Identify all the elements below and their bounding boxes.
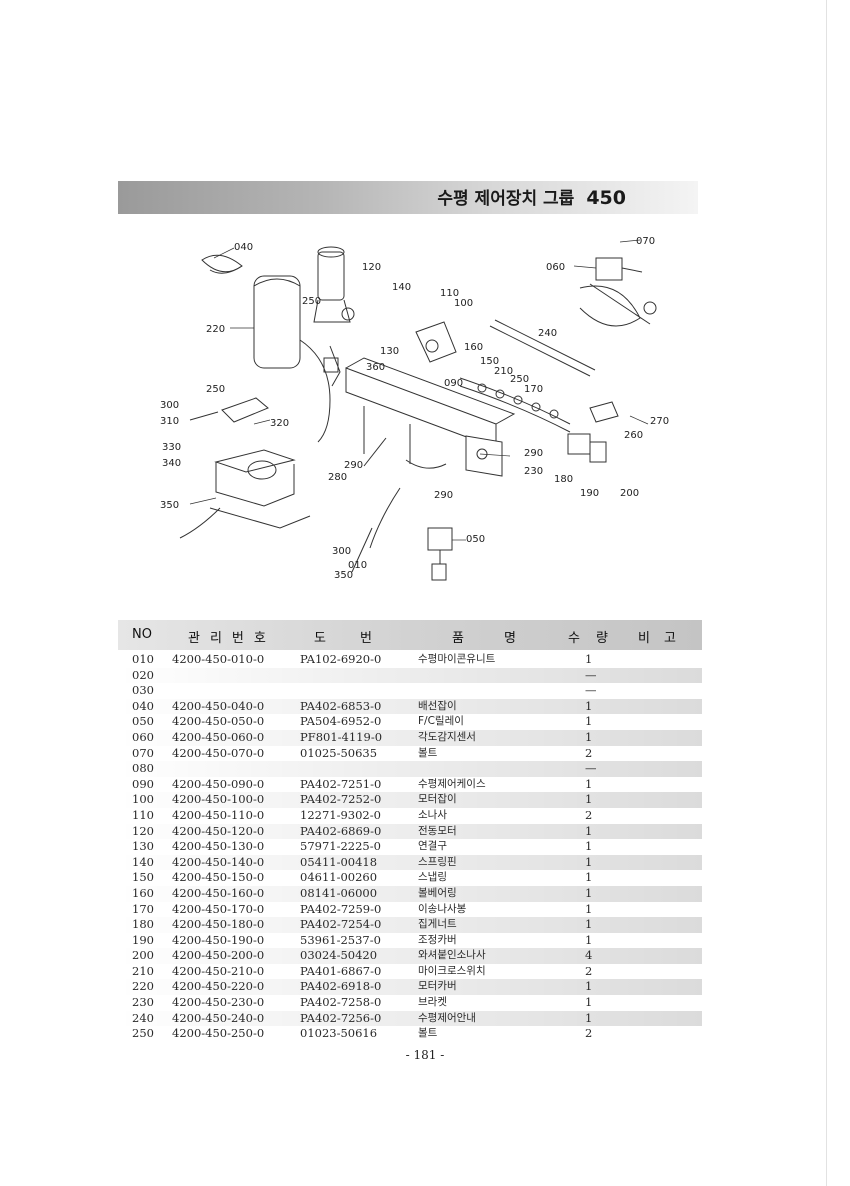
- svg-text:340: 340: [162, 458, 181, 469]
- svg-text:260: 260: [624, 430, 643, 441]
- svg-text:010: 010: [348, 560, 367, 571]
- svg-text:350: 350: [160, 500, 179, 511]
- svg-text:160: 160: [464, 342, 483, 353]
- svg-text:170: 170: [524, 384, 543, 395]
- svg-text:040: 040: [234, 242, 253, 253]
- svg-text:100: 100: [454, 298, 473, 309]
- svg-text:190: 190: [580, 488, 599, 499]
- svg-text:320: 320: [270, 418, 289, 429]
- group-title: 수평 제어장치 그룹: [437, 189, 575, 209]
- group-header-band: 수평 제어장치 그룹 450: [118, 181, 698, 214]
- svg-text:050: 050: [466, 534, 485, 545]
- table-row: 030—: [132, 683, 597, 698]
- svg-text:150: 150: [480, 356, 499, 367]
- svg-text:250: 250: [206, 384, 225, 395]
- svg-text:210: 210: [494, 366, 513, 377]
- header-no: NO: [132, 627, 152, 642]
- svg-text:250: 250: [302, 296, 321, 307]
- svg-text:250: 250: [510, 374, 529, 385]
- svg-text:310: 310: [160, 416, 179, 427]
- svg-text:110: 110: [440, 288, 459, 299]
- svg-text:280: 280: [328, 472, 347, 483]
- group-code: 450: [586, 187, 626, 209]
- table-row: 080—: [118, 761, 702, 777]
- header-part-name: 품명: [452, 631, 556, 646]
- svg-text:230: 230: [524, 466, 543, 477]
- header-remarks: 비고: [638, 631, 690, 646]
- page-number: - 181 -: [405, 1048, 445, 1062]
- group-header-title: 수평 제어장치 그룹 450: [437, 184, 626, 209]
- exploded-parts-diagram: 040 120 250 140 110 100 220 130 360 160 …: [160, 236, 669, 581]
- svg-text:290: 290: [524, 448, 543, 459]
- header-quantity: 수량: [568, 631, 624, 646]
- svg-text:300: 300: [332, 546, 351, 557]
- svg-text:240: 240: [538, 328, 557, 339]
- svg-text:290: 290: [344, 460, 363, 471]
- svg-text:130: 130: [380, 346, 399, 357]
- svg-text:060: 060: [546, 262, 565, 273]
- svg-text:350: 350: [334, 570, 353, 581]
- svg-text:180: 180: [554, 474, 573, 485]
- header-management-number: 관리번호: [188, 631, 276, 646]
- svg-text:330: 330: [162, 442, 181, 453]
- header-drawing-number: 도번: [314, 631, 406, 646]
- svg-text:220: 220: [206, 324, 225, 335]
- table-row: 020—: [118, 667, 702, 684]
- parts-table-header: NO 관리번호 도번 품명 수량 비고: [118, 620, 702, 650]
- svg-text:300: 300: [160, 400, 179, 411]
- svg-text:200: 200: [620, 488, 639, 499]
- svg-text:270: 270: [650, 416, 669, 427]
- svg-text:070: 070: [636, 236, 655, 247]
- svg-text:140: 140: [392, 282, 411, 293]
- scan-edge-line: [826, 0, 827, 1186]
- svg-text:090: 090: [444, 378, 463, 389]
- svg-text:120: 120: [362, 262, 381, 273]
- svg-text:290: 290: [434, 490, 453, 501]
- svg-text:360: 360: [366, 362, 385, 373]
